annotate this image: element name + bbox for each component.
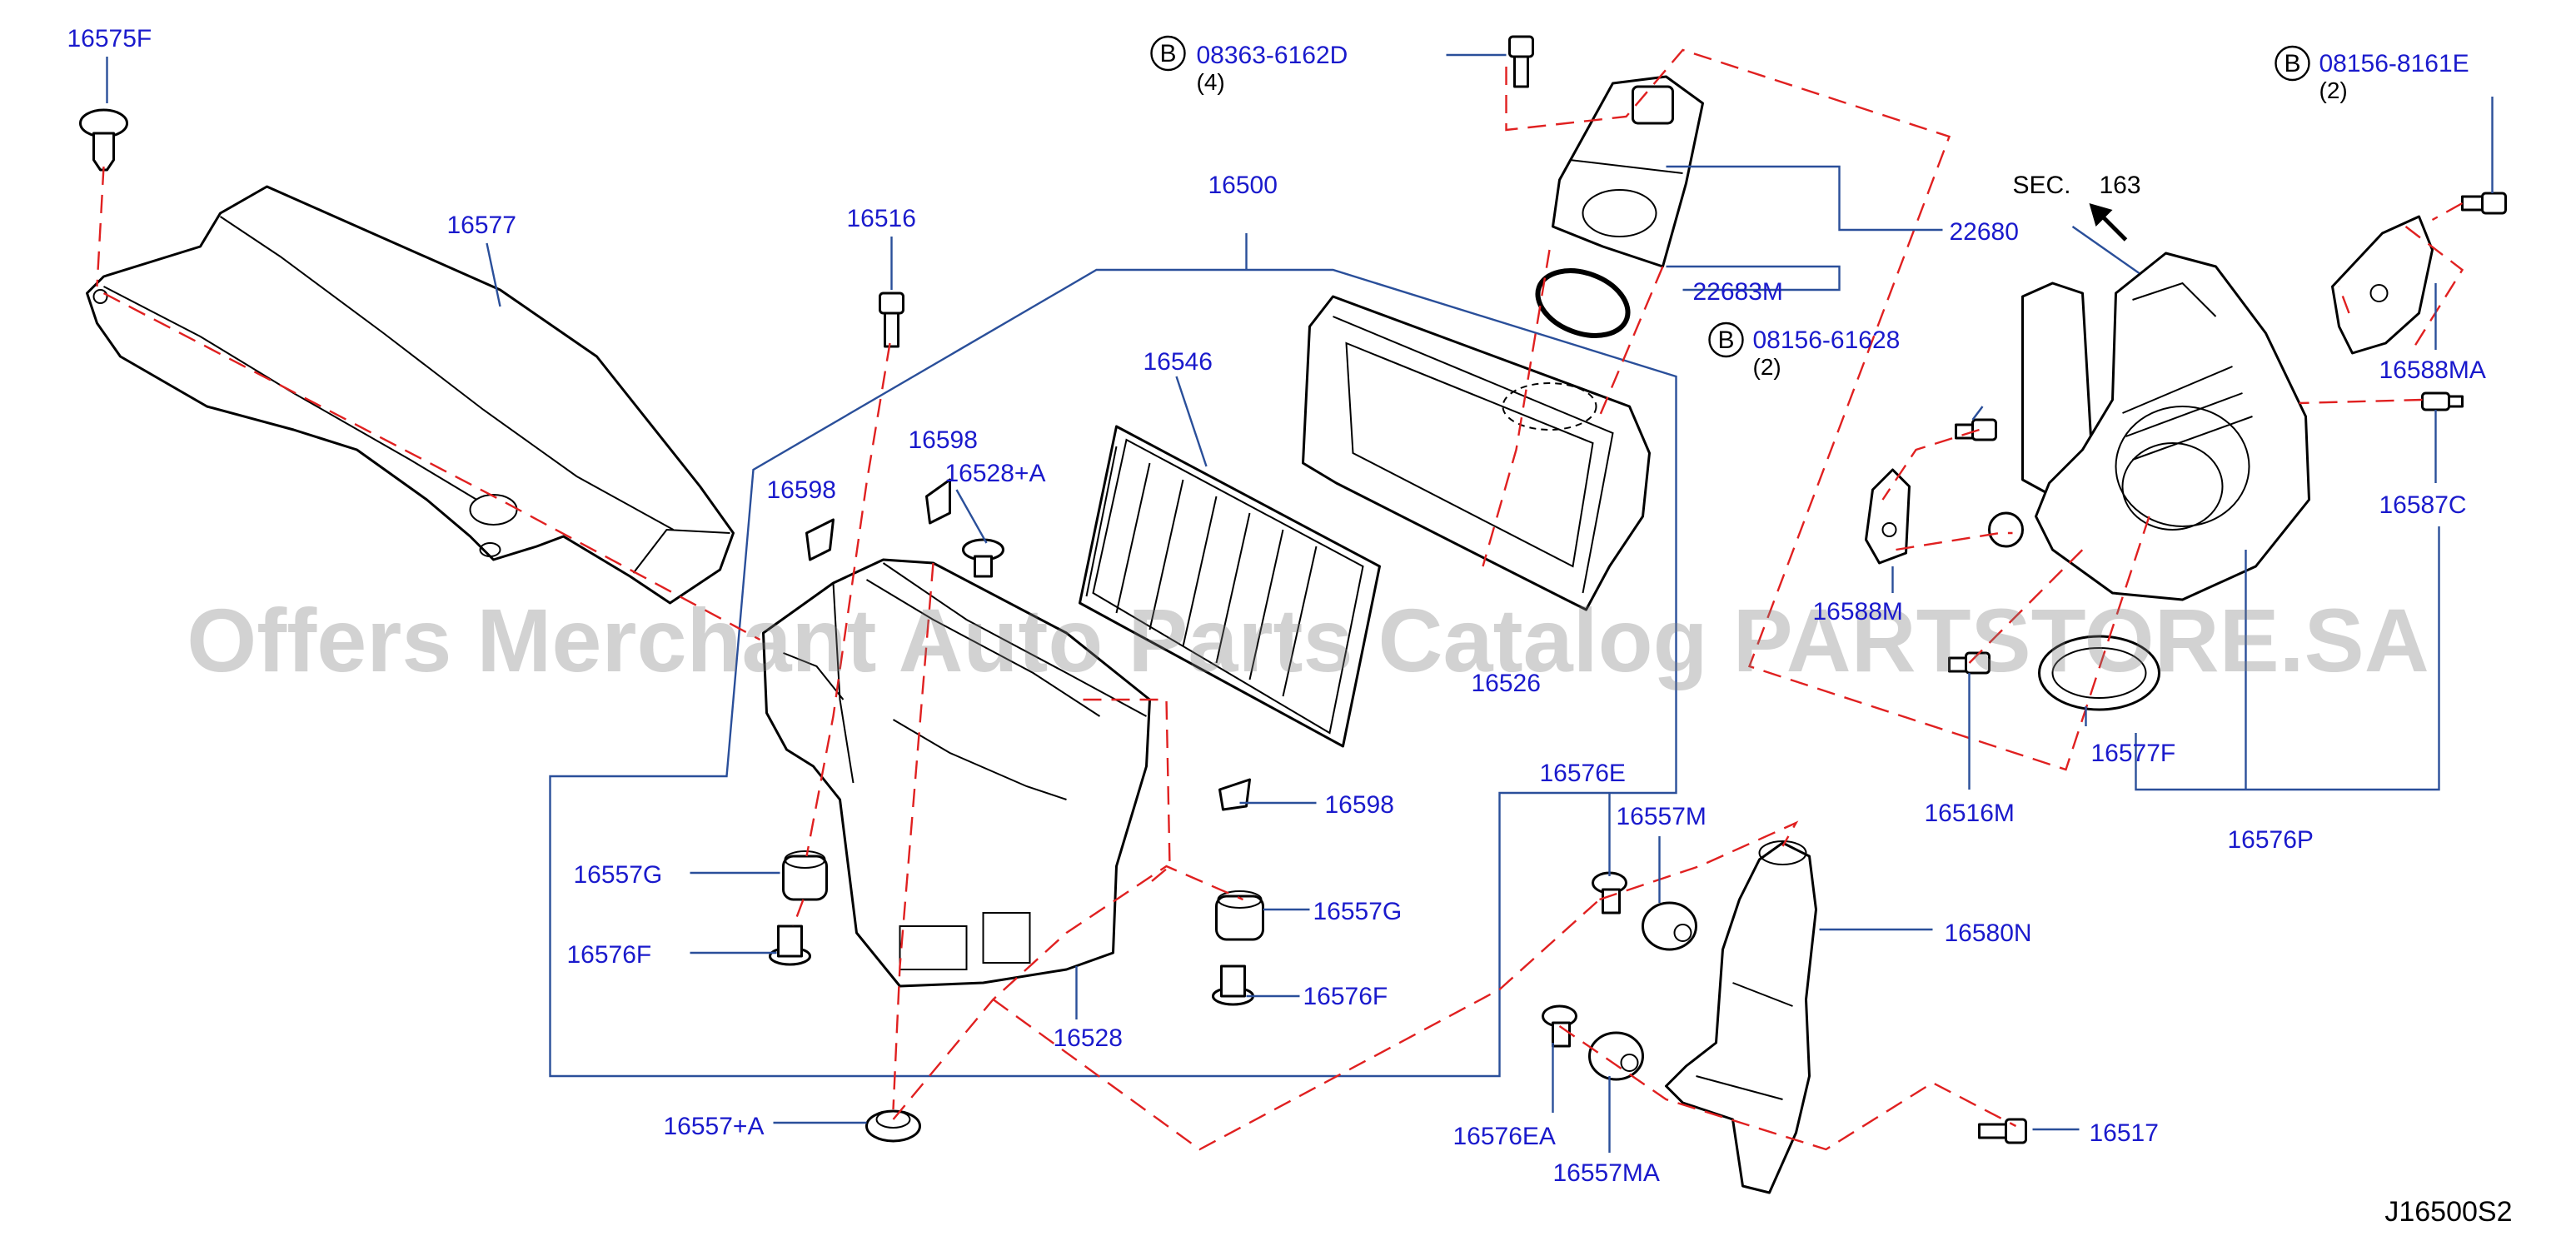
air-duct-16577 [86,185,735,605]
leader-lines [106,53,2494,1153]
callout-16576E[interactable]: 16576E [1540,760,1626,787]
clip-16575F [79,108,128,172]
watermark: Offers Merchant Auto Parts Catalog PARTS… [187,590,2429,690]
grommet-16587C [2421,391,2464,411]
collar-16576F-right [1212,964,1254,1006]
air-duct-16580N [1665,840,1817,1194]
bolt-16517 [1978,1118,2027,1144]
o-ring-22683M [1535,268,1631,338]
grommet-16557G-right [1215,890,1264,941]
bracket-bolt-mid [1988,511,2024,548]
callout-16587C[interactable]: 16587C [2379,491,2467,519]
quantity-08156-61628: (2) [1753,354,1781,380]
callout-16576P[interactable]: 16576P [2228,826,2314,854]
clip-16598-a [805,518,835,561]
callout-16516[interactable]: 16516 [847,205,916,232]
collar-16576F-left [769,925,811,966]
filter-element-16546 [1079,425,1381,748]
callout-16516M[interactable]: 16516M [1925,800,2015,827]
bolt-marker-label: B [1717,326,1734,354]
callout-16557A[interactable]: 16557+A [664,1113,765,1140]
diagram-code: J16500S2 [2384,1196,2512,1228]
callout-16526[interactable]: 16526 [1472,670,1541,697]
callout-22683M[interactable]: 22683M [1693,278,1783,306]
grommet-16557MA [1588,1031,1644,1081]
bolt-16516M [1948,651,1991,675]
section-label: SEC. [2013,172,2071,199]
clip-16598-b [925,478,951,525]
callout-08156-8161E[interactable]: 08156-8161E [2319,50,2469,77]
callout-labels: 16575F 16577 16516 16500 16598 16598 165… [67,25,2486,1187]
callout-16557G-right[interactable]: 16557G [1313,898,1403,925]
callout-16557G-left[interactable]: 16557G [574,861,663,889]
section-reference[interactable]: SEC. 163 [2013,172,2141,199]
assembly-16500-outline [549,233,1677,1078]
air-cleaner-lower-16528 [762,558,1151,988]
callout-22680[interactable]: 22680 [1950,218,2019,246]
bracket-16588MA [2331,215,2434,355]
callout-16528A[interactable]: 16528+A [945,460,1046,487]
callout-16576EA[interactable]: 16576EA [1453,1123,1556,1150]
grommet-16557G-left [782,850,828,901]
callout-16576F-right[interactable]: 16576F [1303,983,1388,1010]
bolt-16516 [879,292,904,348]
grommet-16557A [865,1109,921,1143]
quantity-08156-8161E: (2) [2319,77,2348,103]
callout-08156-61628[interactable]: 08156-61628 [1753,326,1901,354]
callout-16588MA[interactable]: 16588MA [2379,356,2486,384]
bracket-16588M [1865,468,1911,565]
bolt-marker-label: B [1159,40,1176,67]
callout-16576F-left[interactable]: 16576F [567,941,652,969]
section-arrow-icon [2089,203,2128,242]
clip-16598-c [1218,778,1251,811]
collar-16576E [1592,871,1627,915]
callout-16557M[interactable]: 16557M [1617,803,1707,830]
callout-16598-c[interactable]: 16598 [1325,791,1394,819]
callout-16557MA[interactable]: 16557MA [1553,1159,1660,1187]
section-number: 163 [2100,172,2141,199]
bolt-marker-08363: B [1150,35,1186,72]
callout-16546[interactable]: 16546 [1144,348,1213,376]
clamp-16577F [2038,635,2160,711]
mass-airflow-sensor-22680 [1552,75,1704,268]
air-duct-assembly-16576P [2021,252,2310,601]
bolt-marker-08156-61628: B [1708,321,1744,358]
callout-16588M[interactable]: 16588M [1813,598,1903,625]
callout-08363-6162D[interactable]: 08363-6162D [1197,42,1348,69]
callout-16517[interactable]: 16517 [2090,1119,2159,1147]
bolt-marker-08156-8161E: B [2275,45,2310,82]
callout-16500[interactable]: 16500 [1208,172,1278,199]
callout-16580N[interactable]: 16580N [1945,920,2032,947]
bolt-marker-label: B [2284,50,2300,77]
callout-16598-b[interactable]: 16598 [909,426,978,454]
collar-16528A [962,538,1004,578]
quantity-08363-6162D: (4) [1197,69,1225,95]
assembly-dashed-lines [96,48,2464,1151]
air-cleaner-cover-16526 [1302,295,1651,611]
bolt-08156-61628 [1955,418,1997,441]
grommet-16557M [1642,901,1697,951]
bolt-08363-6162D [1508,35,1534,88]
bolt-08156-8161E [2461,192,2507,215]
callout-16575F[interactable]: 16575F [67,25,152,52]
callout-16598-a[interactable]: 16598 [767,476,836,504]
callout-16528[interactable]: 16528 [1054,1024,1123,1052]
callout-16577[interactable]: 16577 [447,212,516,239]
callout-16577F[interactable]: 16577F [2091,740,2176,767]
